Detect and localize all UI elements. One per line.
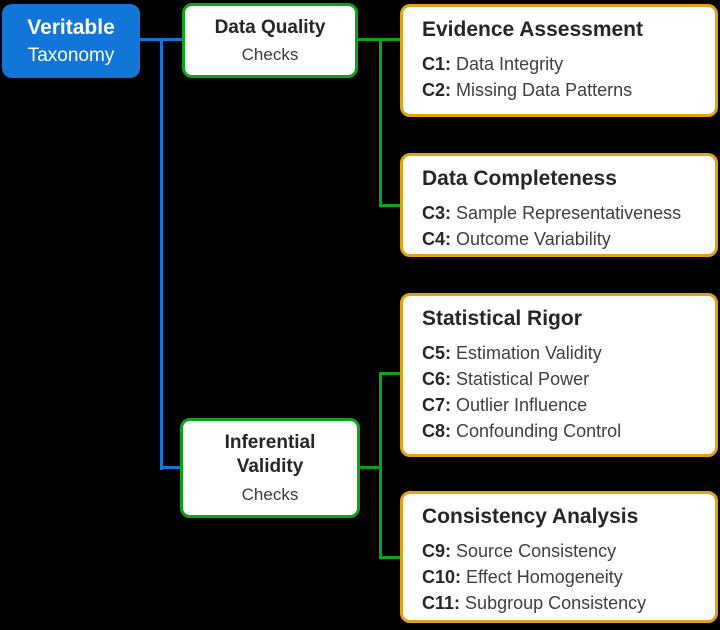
check-item: C5: Estimation Validity: [422, 340, 696, 366]
check-list: C5: Estimation Validity C6: Statistical …: [422, 340, 696, 444]
branch-subtitle: Checks: [241, 45, 299, 65]
check-code: C1:: [422, 54, 452, 74]
check-code: C10:: [422, 567, 462, 587]
root-subtitle: Taxonomy: [27, 44, 115, 66]
check-code: C8:: [422, 421, 452, 441]
check-item: C8: Confounding Control: [422, 418, 696, 444]
root-node-veritable-taxonomy: Veritable Taxonomy: [2, 4, 140, 78]
branch-subtitle: Checks: [241, 484, 299, 504]
category-box-data-completeness: Data Completeness C3: Sample Representat…: [400, 153, 718, 257]
category-title: Evidence Assessment: [422, 18, 644, 41]
check-list: C9: Source Consistency C10: Effect Homog…: [422, 538, 696, 616]
check-item: C6: Statistical Power: [422, 366, 696, 392]
check-item: C4: Outcome Variability: [422, 226, 696, 252]
check-code: C2:: [422, 80, 452, 100]
branch-node-inferential-validity: Inferential Validity Checks: [180, 418, 360, 518]
check-list: C3: Sample Representativeness C4: Outcom…: [422, 200, 696, 252]
connector-inferential-validity-vertical: [379, 372, 382, 559]
check-label: Outcome Variability: [456, 229, 611, 249]
category-box-evidence-assessment: Evidence Assessment C1: Data Integrity C…: [400, 4, 718, 117]
check-code: C7:: [422, 395, 452, 415]
branch-title: Data Quality: [214, 16, 326, 38]
connector-data-quality-vertical: [379, 38, 382, 207]
check-item: C9: Source Consistency: [422, 538, 696, 564]
connector-root-to-inferential-validity: [160, 466, 180, 469]
category-title: Data Completeness: [422, 167, 617, 190]
check-label: Outlier Influence: [456, 395, 588, 415]
category-title: Statistical Rigor: [422, 307, 582, 330]
check-item: C1: Data Integrity: [422, 51, 696, 77]
check-code: C3:: [422, 203, 452, 223]
connector-to-data-completeness: [379, 204, 400, 207]
check-label: Sample Representativeness: [456, 203, 682, 223]
check-label: Source Consistency: [456, 541, 617, 561]
branch-node-data-quality: Data Quality Checks: [182, 3, 358, 78]
check-code: C5:: [422, 343, 452, 363]
check-item: C2: Missing Data Patterns: [422, 77, 696, 103]
check-label: Data Integrity: [456, 54, 564, 74]
check-code: C6:: [422, 369, 452, 389]
check-item: C11: Subgroup Consistency: [422, 590, 696, 616]
check-label: Estimation Validity: [456, 343, 602, 363]
category-box-statistical-rigor: Statistical Rigor C5: Estimation Validit…: [400, 293, 718, 457]
category-title: Consistency Analysis: [422, 505, 639, 528]
check-code: C11:: [422, 593, 461, 613]
connector-inferential-validity-stub: [360, 466, 381, 469]
check-label: Confounding Control: [456, 421, 622, 441]
connector-to-statistical-rigor: [379, 372, 400, 375]
branch-title: Inferential Validity: [224, 432, 316, 477]
check-code: C9:: [422, 541, 452, 561]
check-item: C7: Outlier Influence: [422, 392, 696, 418]
connector-root-vertical: [160, 38, 163, 470]
root-title: Veritable: [27, 15, 115, 39]
connector-to-consistency-analysis: [379, 556, 400, 559]
check-item: C10: Effect Homogeneity: [422, 564, 696, 590]
check-list: C1: Data Integrity C2: Missing Data Patt…: [422, 51, 696, 103]
check-label: Subgroup Consistency: [465, 593, 647, 613]
check-label: Missing Data Patterns: [456, 80, 633, 100]
check-code: C4:: [422, 229, 452, 249]
category-box-consistency-analysis: Consistency Analysis C9: Source Consiste…: [400, 491, 718, 623]
check-item: C3: Sample Representativeness: [422, 200, 696, 226]
check-label: Statistical Power: [456, 369, 590, 389]
check-label: Effect Homogeneity: [466, 567, 623, 587]
